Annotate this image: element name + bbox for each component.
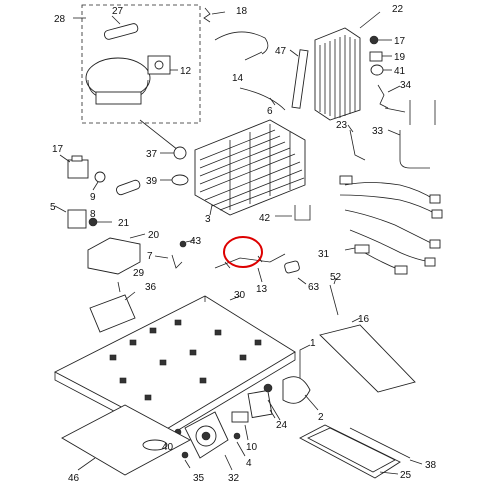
label-40: 40: [162, 442, 174, 453]
label-8: 8: [90, 209, 96, 220]
label-3: 3: [205, 214, 211, 225]
label-31: 31: [318, 249, 330, 260]
label-36: 36: [145, 282, 157, 293]
label-25: 25: [400, 470, 412, 481]
label-39: 39: [146, 176, 158, 187]
condenser-motor: [184, 411, 229, 459]
label-6: 6: [267, 106, 273, 117]
label-2: 2: [318, 412, 324, 423]
label-24: 24: [276, 420, 288, 431]
front-grille: [319, 324, 416, 393]
label-38: 38: [425, 460, 437, 471]
part-labels: 28 27 12 18 22 47 17 19 41 34 14 6 23 33…: [50, 4, 437, 484]
label-10: 10: [246, 442, 258, 453]
label-4: 4: [246, 458, 252, 469]
label-37: 37: [146, 149, 158, 160]
label-9: 9: [90, 192, 96, 203]
label-1: 1: [310, 338, 316, 349]
label-20: 20: [148, 230, 160, 241]
drain-tray: [61, 404, 191, 476]
label-5: 5: [50, 202, 56, 213]
label-16: 16: [358, 314, 370, 325]
grommet-part: [173, 146, 187, 160]
condenser-coil: [194, 119, 306, 216]
label-42: 42: [259, 213, 271, 224]
label-35: 35: [193, 473, 205, 484]
label-17r: 17: [394, 36, 406, 47]
evaporator-coil: [314, 27, 361, 121]
fan-blade: [282, 376, 311, 404]
label-27: 27: [112, 6, 124, 17]
highlight-circle: [223, 236, 263, 268]
label-23: 23: [336, 120, 348, 131]
label-34: 34: [400, 80, 412, 91]
label-41: 41: [394, 66, 406, 77]
label-28: 28: [54, 14, 66, 25]
label-21: 21: [118, 218, 130, 229]
label-47: 47: [275, 46, 287, 57]
label-12: 12: [180, 66, 192, 77]
label-63: 63: [308, 282, 320, 293]
label-13: 13: [256, 284, 268, 295]
electrical-cover: [87, 237, 141, 275]
label-19: 19: [394, 52, 406, 63]
label-43: 43: [190, 236, 202, 247]
label-30: 30: [234, 290, 246, 301]
wiring-harness: [339, 175, 443, 275]
label-32: 32: [228, 473, 240, 484]
compressor-assembly: [81, 4, 201, 124]
label-33: 33: [372, 126, 384, 137]
label-29: 29: [133, 268, 145, 279]
drain-pan: [299, 424, 401, 479]
label-52: 52: [330, 272, 342, 283]
label-46: 46: [68, 473, 80, 484]
label-18: 18: [236, 6, 248, 17]
label-14: 14: [232, 73, 244, 84]
part-13-tube: [214, 236, 286, 269]
label-7: 7: [147, 251, 153, 262]
label-22: 22: [392, 4, 404, 15]
label-17: 17: [52, 144, 64, 155]
